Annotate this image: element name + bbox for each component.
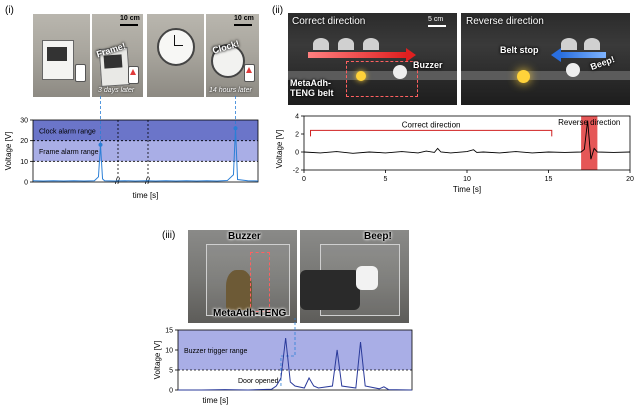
caption-14-hours: 14 hours later — [209, 87, 252, 94]
ytick-label-i-1: 10 — [20, 159, 28, 166]
ytick-label-iii-2: 10 — [165, 348, 173, 355]
photo-clock-before — [147, 14, 204, 97]
belt-strip — [461, 71, 630, 80]
door-opened-label: Door opened — [238, 378, 279, 385]
ytick-label-i-0: 0 — [24, 180, 28, 187]
yellow-led — [517, 70, 530, 83]
ylabel-ii: Voltage [V] — [275, 130, 284, 169]
photo-frame-after — [92, 14, 143, 97]
arm-object — [300, 270, 360, 310]
alert-icon — [246, 67, 252, 73]
trigger-range-label: Buzzer trigger range — [184, 348, 248, 355]
direction-arrow-left — [561, 52, 606, 58]
clock-hand — [174, 35, 175, 46]
correct-annotation: Correct direction — [402, 120, 461, 129]
roller — [363, 38, 379, 50]
buzzer-device — [393, 65, 407, 79]
ylabel-i: Voltage [V] — [4, 132, 13, 171]
scale-bar-i-2 — [234, 24, 252, 26]
direction-arrow-head — [406, 48, 416, 62]
caption-3-days: 3 days later — [98, 87, 135, 94]
clock-hand — [174, 45, 183, 46]
reverse-annotation: Reverse direction — [558, 118, 620, 127]
photo-reverse-direction — [461, 13, 630, 105]
scale-label-ii: 5 cm — [428, 16, 444, 23]
ytick-label-i-3: 30 — [20, 118, 28, 125]
clock-object — [211, 44, 245, 78]
photo-door-closed — [188, 230, 297, 323]
clock-range-label: Clock alarm range — [39, 128, 96, 135]
roller — [338, 38, 354, 50]
range-band-1 — [33, 140, 258, 162]
correct-bracket — [310, 129, 553, 137]
plot-frame — [32, 119, 259, 183]
ytick-label-iii-1: 5 — [169, 368, 173, 375]
scale-bar-ii — [428, 25, 446, 27]
buzzer-label-ii: Buzzer — [413, 60, 443, 70]
photo-correct-direction — [288, 13, 457, 105]
frame-range-label: Frame alarm range — [39, 149, 99, 156]
ytick-label-i-2: 20 — [20, 138, 28, 145]
photo-door-opened — [300, 230, 409, 323]
highlight-box — [250, 252, 270, 312]
alert-icon — [130, 69, 136, 75]
phone-icon — [128, 66, 139, 84]
xlabel-ii: Time [s] — [453, 185, 481, 194]
correct-direction-title: Correct direction — [292, 16, 366, 27]
ylabel-iii: Voltage [V] — [153, 341, 162, 380]
peak-point-frame — [98, 142, 103, 147]
roller — [584, 38, 600, 50]
ytick-label-ii-2: 2 — [295, 132, 299, 139]
photo-frame-before — [33, 14, 90, 97]
range-band-0 — [33, 120, 258, 141]
buzzer-device — [566, 63, 580, 77]
beep-label-iii: Beep! — [364, 231, 392, 242]
xtick-label-ii-0: 0 — [302, 176, 306, 183]
device-label-iii: MetaAdh-TENG — [213, 308, 287, 319]
ytick-label-ii-3: 4 — [295, 114, 299, 121]
scale-bar-i — [120, 24, 138, 26]
scale-label-i: 10 cm — [120, 15, 140, 22]
ytick-label-iii-3: 15 — [165, 328, 173, 335]
glove-object — [356, 266, 378, 290]
panel-iii-label: (iii) — [162, 230, 176, 241]
frame-inner — [47, 47, 67, 61]
yellow-led — [356, 71, 366, 81]
photo-clock-after — [206, 14, 259, 97]
signal-line-iii — [178, 337, 413, 391]
direction-arrow-right — [308, 52, 406, 58]
ytick-label-ii-1: 0 — [295, 150, 299, 157]
scale-label-i-2: 10 cm — [234, 15, 254, 22]
xtick-label-ii-1: 5 — [384, 176, 388, 183]
roller — [313, 38, 329, 50]
xtick-label-ii-2: 10 — [463, 176, 471, 183]
clock-object — [157, 28, 195, 66]
ytick-label-iii-0: 0 — [169, 388, 173, 395]
plant-object — [226, 270, 252, 310]
belt-stop-label: Belt stop — [500, 45, 539, 55]
direction-arrow-head — [551, 48, 561, 62]
buzzer-label-iii: Buzzer — [228, 231, 261, 242]
panel-ii-label: (ii) — [272, 5, 284, 16]
xtick-label-ii-3: 15 — [545, 176, 553, 183]
phone-icon — [75, 64, 86, 82]
xtick-label-ii-4: 20 — [626, 176, 634, 183]
signal-line-ii — [303, 120, 631, 160]
highlight-box — [346, 61, 418, 97]
belt-strip — [288, 71, 457, 80]
ytick-label-ii-0: -2 — [293, 168, 299, 175]
xlabel-iii: time [s] — [203, 396, 229, 405]
xlabel-i: time [s] — [133, 191, 159, 200]
panel-i-label: (i) — [5, 5, 14, 16]
peak-point-clock — [233, 126, 238, 131]
signal-line-i — [32, 128, 259, 182]
roller — [561, 38, 577, 50]
belt-label: MetaAdh- TENG belt — [290, 78, 334, 98]
reverse-direction-title: Reverse direction — [466, 16, 544, 27]
phone-icon — [244, 64, 255, 82]
